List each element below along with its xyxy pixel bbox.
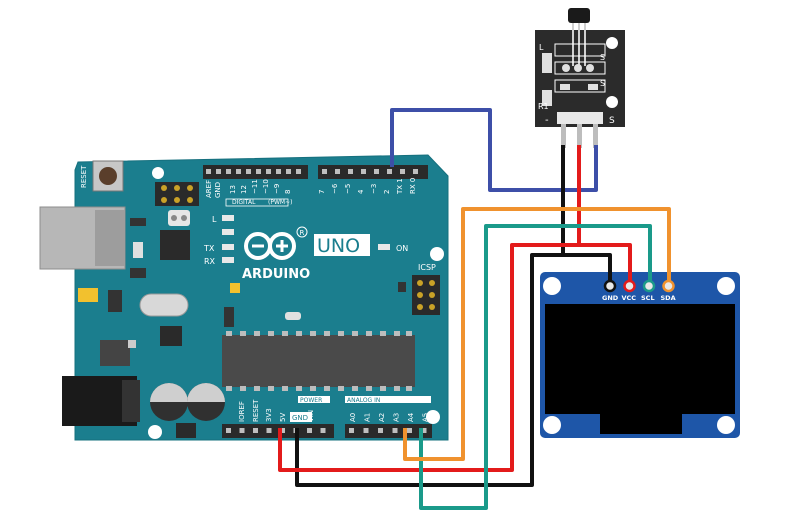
analog-pin-label: A5 [422,413,430,422]
reset-label: RESET [80,165,88,188]
gnd-top-label: GND [214,182,222,198]
digital-pin-label: TX 1 [396,178,404,195]
analog-pin-label: A4 [407,412,415,422]
atmega-chip [222,335,415,387]
oled-pin-label: GND [602,294,619,302]
l-led-label: L [212,215,217,224]
power-label: POWER [300,397,322,404]
digital-pin-label: ~9 [273,184,281,194]
on-label: ON [396,244,408,253]
uno-label: UNO [317,235,360,257]
wire-scl [419,224,652,510]
oled-pin [603,279,617,293]
power-pin-label: VIN [307,410,315,422]
analog-in-label: ANALOG IN [347,397,380,404]
power-pin-label: 5V [279,413,287,422]
analog-header [345,424,432,438]
digital-pin-label: RX 0 [409,178,417,194]
arduino-uno-board: RESET [39,154,449,441]
digital-pin-label: ~5 [344,184,352,194]
arduino-brand: ARDUINO [242,267,310,282]
sensor-label-r1: R1 [538,102,549,111]
wire-sda [403,207,671,461]
registered-mark: R [300,229,305,237]
digital-pin-label: 13 [229,185,237,194]
power-pin-label: 3V3 [265,408,273,422]
rx-led-label: RX [204,257,216,266]
usb-chip [160,230,190,260]
sensor-s-label: S [609,116,615,126]
wire-gnd-arduino [295,253,563,487]
digital-pin-label: 2 [383,190,391,194]
hall-sensor-module: L S R1 S - S [535,8,625,148]
oled-pin-label: SCL [641,294,655,302]
analog-pin-label: A0 [349,413,357,422]
analog-pin-label: A1 [364,413,372,422]
digital-pin-label: 12 [240,185,248,194]
power-pin-label: IOREF [238,401,246,422]
wires [278,108,671,510]
icsp-header-usb [155,182,199,206]
digital-pin-label: ~11 [251,179,259,194]
sensor-pin-header [557,112,603,124]
digital-header-right [318,165,428,179]
power-pin-label: RESET [252,399,260,422]
tx-led-label: TX [203,244,215,253]
uno-badge [314,234,370,256]
digital-header-left [203,165,308,179]
analog-pin-label: A2 [378,413,386,422]
gnd-pin-badge [290,412,312,422]
digital-pin-label: 4 [357,189,365,194]
digital-pin-label: ~6 [331,183,339,194]
oled-pin [623,279,636,293]
digital-pin-label: 7 [318,190,326,194]
arduino-logo: R [244,226,308,260]
oled-pin-label: SDA [661,294,676,302]
wire-signal [390,108,598,192]
oled-pin [642,279,656,293]
digital-pin-label: ~3 [370,184,378,194]
icsp-header [412,275,440,315]
oled-screen [545,304,735,414]
power-pin-label: GND [292,414,308,422]
aref-label: AREF [205,180,213,198]
sensor-label-s: S [600,79,605,88]
sensor-label-l: L [539,43,544,52]
pwm-label: (PWM~) [268,199,292,206]
analog-pin-label: A3 [393,413,401,422]
wire-vcc-sensor [577,145,632,285]
icsp-label: ICSP [418,263,436,272]
oled-pin-label: VCC [622,294,637,302]
sensor-chip [568,8,590,23]
sensor-pin-s-top: S [600,53,605,62]
wire-vcc-arduino [278,243,579,472]
oled-pin [662,279,675,293]
digital-pin-label: ~10 [262,179,270,194]
sensor-minus-label: - [545,115,549,126]
digital-label: DIGITAL [232,199,256,206]
digital-pin-label: 8 [284,190,292,194]
wire-gnd-sensor [561,145,612,285]
